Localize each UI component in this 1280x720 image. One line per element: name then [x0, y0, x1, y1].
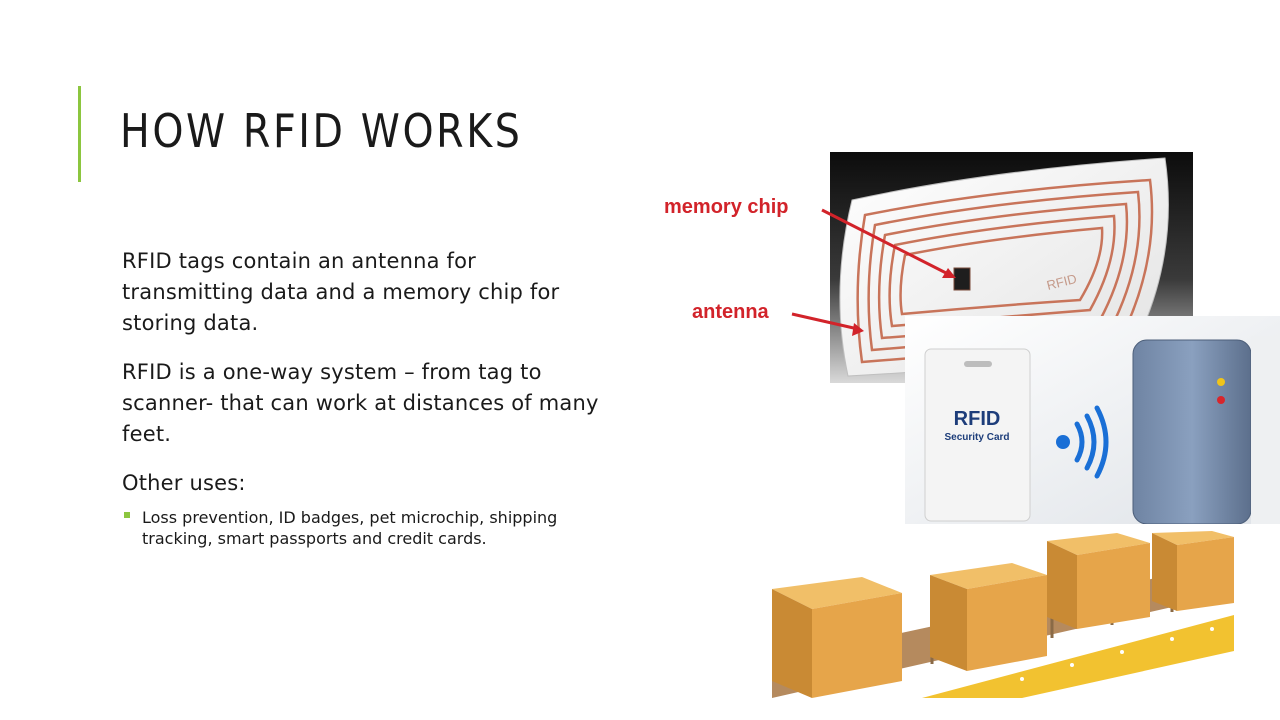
slide-body: RFID tags contain an antenna for transmi… — [122, 246, 612, 549]
square-bullet-icon — [124, 512, 130, 518]
list-item-text: Loss prevention, ID badges, pet microchi… — [142, 508, 558, 548]
cardboard-box-1 — [772, 577, 902, 698]
paragraph-rfid-tags: RFID tags contain an antenna for transmi… — [122, 249, 560, 335]
antenna-label: antenna — [692, 301, 770, 323]
rfid-tag-diagram-image: RFID memory chip antenna — [660, 140, 1193, 383]
tag-print-text: RFID — [1045, 271, 1078, 293]
cardboard-box-2 — [930, 563, 1047, 671]
card-subtitle-text: Security Card — [944, 432, 1009, 443]
title-accent-bar — [78, 86, 81, 182]
memory-chip-label: memory chip — [664, 196, 788, 218]
other-uses-list: Loss prevention, ID badges, pet microchi… — [122, 507, 612, 549]
slide-title: HOW RFID WORKS — [120, 104, 523, 158]
cardboard-box-4 — [1152, 531, 1234, 611]
other-uses-heading: Other uses: — [122, 471, 246, 495]
wireless-signal-icon — [1056, 405, 1109, 479]
conveyor-boxes-image — [772, 531, 1234, 698]
rfid-card-reader-image: RFID Security Card — [905, 316, 1280, 524]
cardboard-box-3 — [1047, 533, 1150, 629]
paragraph-one-way-system: RFID is a one-way system – from tag to s… — [122, 360, 599, 446]
list-item: Loss prevention, ID badges, pet microchi… — [122, 507, 612, 549]
card-title-text: RFID — [954, 408, 1001, 430]
